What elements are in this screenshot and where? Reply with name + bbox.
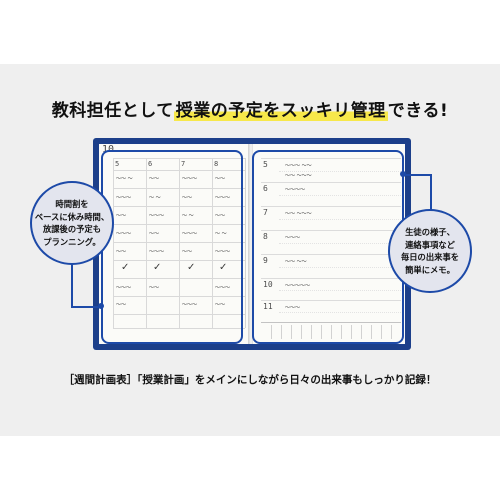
left-day: 6 [148, 160, 153, 168]
left-connector [71, 264, 103, 308]
right-page-highlight [252, 150, 404, 344]
right-callout-bubble: 生徒の様子、 連絡事項など 毎日の出来事を 簡単にメモ。 [388, 209, 472, 293]
left-page-highlight [101, 150, 243, 344]
right-connector-dot [400, 171, 406, 177]
day-row: 7 [261, 206, 401, 231]
day-row: 9 [261, 254, 401, 279]
left-connector-dot [98, 303, 104, 309]
day-row: 11 [261, 300, 401, 323]
bottom-checklist [261, 322, 401, 341]
planner-right-page: 5 6 7 8 9 10 11 〜〜〜 〜〜 〜〜 〜〜〜 〜〜〜〜 〜〜 〜〜… [253, 144, 405, 344]
headline-after: できる! [387, 101, 449, 121]
day-row: 6 [261, 182, 401, 207]
headline-highlight: 授業の予定をスッキリ管理 [173, 101, 388, 121]
left-callout-bubble: 時間割を ベースに休み時間、 放課後の予定も プランニング。 [30, 181, 114, 265]
left-day: 8 [214, 160, 219, 168]
day-row: 5 [261, 158, 401, 183]
right-connector [404, 174, 432, 222]
headline-before: 教科担任として [51, 101, 174, 121]
headline: 教科担任として授業の予定をスッキリ管理できる! [0, 96, 500, 121]
planner-spine [248, 144, 254, 344]
left-day: 7 [181, 160, 186, 168]
right-callout-text: 生徒の様子、 連絡事項など 毎日の出来事を 簡単にメモ。 [400, 227, 460, 275]
left-day: 5 [115, 160, 120, 168]
planner-left-page: 10 5 6 7 8 〜〜 〜 〜〜 〜〜〜 〜〜 〜 [99, 144, 249, 344]
timetable-grid: 5 6 7 8 〜〜 〜 〜〜 〜〜〜 〜〜 〜〜〜 〜 〜 〜〜 〜〜〜 〜〜… [113, 158, 246, 329]
left-callout-text: 時間割を ベースに休み時間、 放課後の予定も プランニング。 [34, 199, 110, 247]
bottom-caption: ［週間計画表］「授業計画」をメインにしながら日々の出来事もしっかり記録！ [63, 374, 437, 386]
day-row: 8 [261, 230, 401, 255]
month-number: 10 [102, 144, 115, 155]
day-row: 10 [261, 278, 401, 301]
